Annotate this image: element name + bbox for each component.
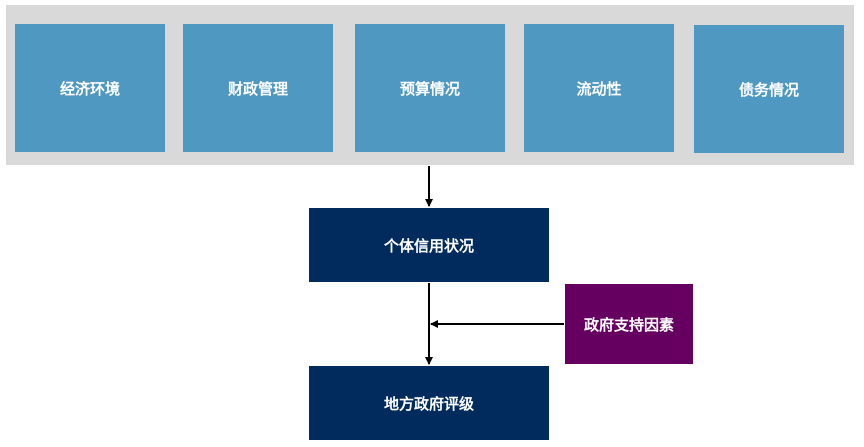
factor-box-budget: 预算情况 — [355, 24, 505, 152]
factor-label: 债务情况 — [738, 80, 799, 99]
local-government-rating-box: 地方政府评级 — [309, 366, 549, 440]
factor-label: 流动性 — [576, 79, 622, 98]
factor-box-debt: 债务情况 — [694, 25, 844, 153]
factor-box-economic-environment: 经济环境 — [15, 24, 165, 152]
individual-credit-label: 个体信用状况 — [383, 236, 474, 255]
factor-box-fiscal-management: 财政管理 — [183, 24, 333, 152]
local-government-rating-label: 地方政府评级 — [383, 394, 474, 413]
factor-label: 经济环境 — [59, 79, 120, 98]
factor-label: 财政管理 — [227, 79, 288, 98]
government-support-box: 政府支持因素 — [565, 284, 693, 364]
factor-box-liquidity: 流动性 — [524, 24, 674, 152]
government-support-label: 政府支持因素 — [583, 315, 674, 334]
factor-label: 预算情况 — [399, 79, 460, 98]
individual-credit-box: 个体信用状况 — [309, 208, 549, 282]
